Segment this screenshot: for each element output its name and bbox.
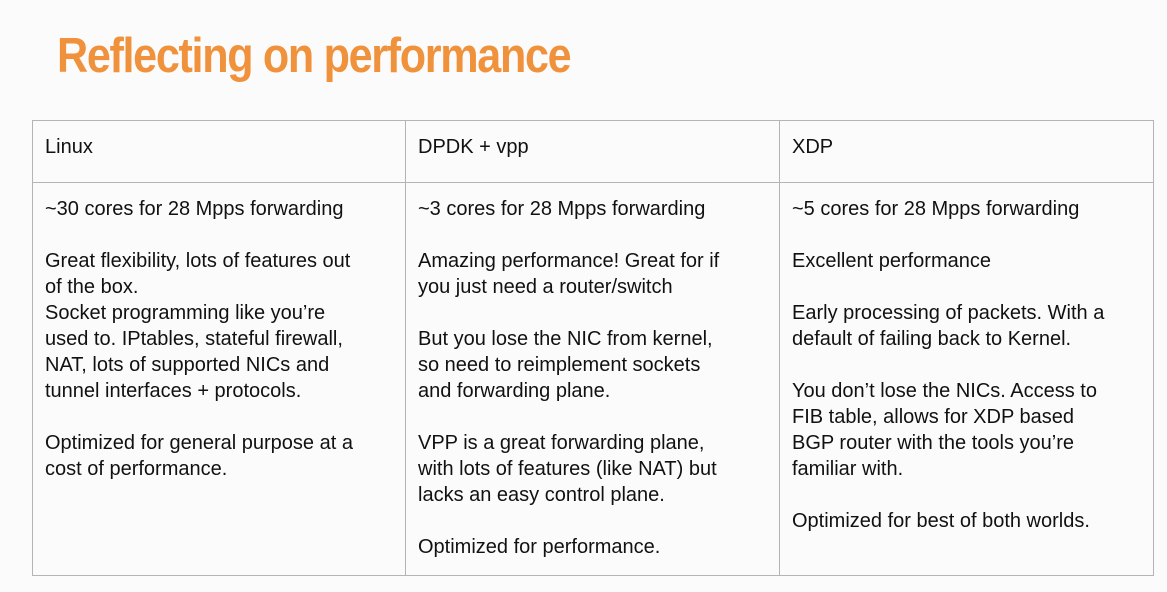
cell-text-line: cost of performance. (45, 458, 228, 480)
cell-text-line: BGP router with the tools you’re (792, 432, 1074, 454)
cell-text-line: ~5 cores for 28 Mpps forwarding (792, 198, 1080, 220)
table-header-row: Linux DPDK + vpp XDP (32, 120, 1154, 183)
cell-text-line: FIB table, allows for XDP based (792, 406, 1074, 428)
cell-text-line: ~30 cores for 28 Mpps forwarding (45, 198, 344, 220)
cell-text-line: so need to reimplement sockets (418, 354, 701, 376)
cell-text-line: Optimized for general purpose at a (45, 432, 353, 454)
cell-paragraph: VPP is a great forwarding plane, with lot… (418, 430, 767, 508)
cell-text-line: ~3 cores for 28 Mpps forwarding (418, 198, 706, 220)
cell-paragraph: ~3 cores for 28 Mpps forwarding (418, 196, 767, 222)
cell-text-line: Optimized for performance. (418, 536, 661, 558)
cell-paragraph: But you lose the NIC from kernel, so need… (418, 326, 767, 404)
cell-text-line: tunnel interfaces + protocols. (45, 380, 302, 402)
cell-paragraph: You don’t lose the NICs. Access to FIB ta… (792, 378, 1141, 482)
cell-paragraph: Amazing performance! Great for if you jus… (418, 248, 767, 300)
cell-text-line: and forwarding plane. (418, 380, 611, 402)
cell-text-line: But you lose the NIC from kernel, (418, 328, 713, 350)
cell-paragraph: ~30 cores for 28 Mpps forwarding (45, 196, 393, 222)
cell-paragraph: Optimized for best of both worlds. (792, 508, 1141, 534)
header-cell-xdp: XDP (779, 120, 1154, 183)
cell-text-line: of the box. (45, 276, 139, 298)
cell-paragraph: Excellent performance (792, 248, 1141, 274)
cell-text-line: lacks an easy control plane. (418, 484, 665, 506)
cell-text-line: Early processing of packets. With a (792, 302, 1105, 324)
cell-text-line: Socket programming like you’re (45, 302, 326, 324)
cell-text-line: Amazing performance! Great for if (418, 250, 720, 272)
cell-text-line: You don’t lose the NICs. Access to (792, 380, 1097, 402)
cell-text-line: Optimized for best of both worlds. (792, 510, 1090, 532)
header-cell-linux: Linux (32, 120, 406, 183)
cell-text-line: VPP is a great forwarding plane, (418, 432, 705, 454)
cell-text-line: used to. IPtables, stateful firewall, (45, 328, 343, 350)
cell-text-line: with lots of features (like NAT) but (418, 458, 717, 480)
slide-title: Reflecting on performance (57, 29, 572, 83)
cell-text-line: Excellent performance (792, 250, 991, 272)
cell-paragraph: Optimized for general purpose at a cost o… (45, 430, 393, 482)
cell-text-line: familiar with. (792, 458, 904, 480)
cell-text-line: Great flexibility, lots of features out (45, 250, 351, 272)
cell-text-line: default of failing back to Kernel. (792, 328, 1072, 350)
cell-paragraph: Great flexibility, lots of features out o… (45, 248, 393, 404)
cell-paragraph: Optimized for performance. (418, 534, 767, 560)
comparison-table: Linux DPDK + vpp XDP ~30 cores for 28 Mp… (32, 120, 1154, 576)
header-cell-dpdk-vpp: DPDK + vpp (405, 120, 780, 183)
cell-text-line: you just need a router/switch (418, 276, 673, 298)
cell-paragraph: ~5 cores for 28 Mpps forwarding (792, 196, 1141, 222)
cell-paragraph: Early processing of packets. With a defau… (792, 300, 1141, 352)
cell-text-line: NAT, lots of supported NICs and (45, 354, 330, 376)
